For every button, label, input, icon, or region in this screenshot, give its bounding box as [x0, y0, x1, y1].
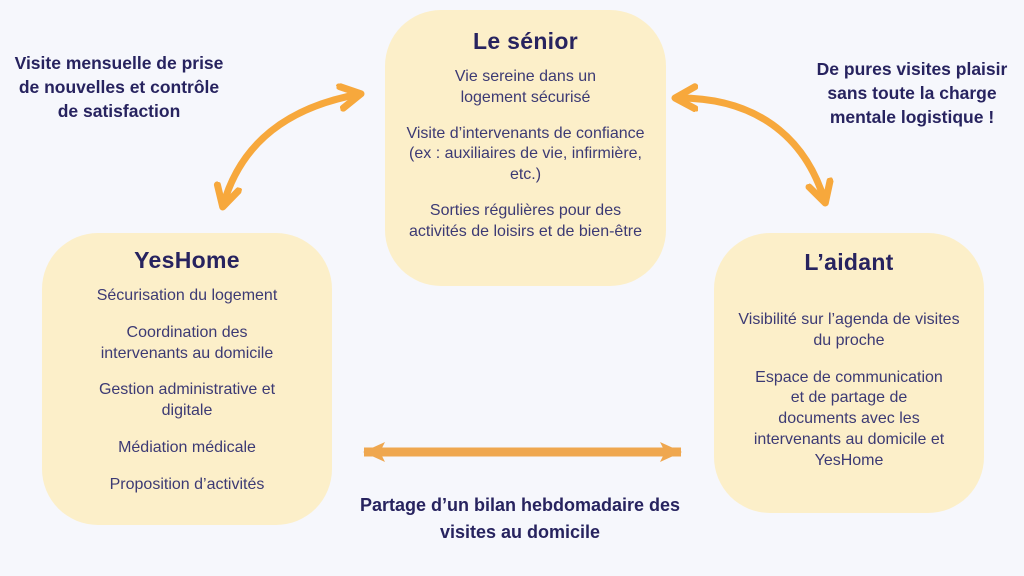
box-aidant-item: Espace de communication et de partage de…	[753, 368, 945, 469]
box-yeshome-item: Sécurisation du logement	[96, 287, 278, 304]
label-line: mentale logistique !	[829, 106, 995, 127]
box-yeshome-title: YesHome	[134, 247, 240, 273]
box-aidant-item: Visibilité sur l’agenda de visites du pr…	[738, 311, 960, 349]
label-line: de nouvelles et contrôle	[18, 76, 220, 97]
label-line: de satisfaction	[57, 100, 181, 121]
label-line: Visite mensuelle de prise	[14, 53, 224, 73]
box-senior-items: Vie sereine dans un logement sécurisé Vi…	[405, 67, 646, 243]
box-yeshome-item: Gestion administrative et digitale	[98, 381, 276, 420]
box-senior-title: Le sénior	[473, 28, 578, 54]
label-line: De pures visites plaisir	[816, 59, 1008, 79]
box-yeshome: YesHome Sécurisation du logement Coordin…	[42, 233, 332, 525]
label-weekly-report: Partage d’un bilan hebdomadaire des visi…	[330, 492, 710, 546]
box-yeshome-item: Proposition d’activités	[109, 475, 265, 493]
box-yeshome-items: Sécurisation du logement Coordination de…	[68, 286, 306, 496]
label-pleasure-visits: De pures visites plaisir sans toute la c…	[800, 58, 1024, 129]
box-aidant-items: Visibilité sur l’agenda de visites du pr…	[736, 310, 962, 472]
box-yeshome-item: Coordination des intervenants au domicil…	[100, 323, 274, 362]
label-line: Partage d’un bilan hebdomadaire des	[359, 495, 681, 515]
box-senior-item: Sorties régulières pour des activités de…	[409, 201, 642, 240]
box-aidant: L’aidant Visibilité sur l’agenda de visi…	[714, 233, 984, 513]
box-senior-item: Visite d’intervenants de confiance (ex :…	[406, 124, 645, 184]
box-yeshome-item: Médiation médicale	[118, 438, 256, 456]
box-senior-item: Vie sereine dans un logement sécurisé	[454, 68, 597, 106]
label-monthly-visit: Visite mensuelle de prise de nouvelles e…	[0, 52, 238, 123]
label-line: visites au domicile	[439, 522, 601, 542]
arrow-yeshome-senior	[223, 94, 360, 206]
box-aidant-title: L’aidant	[804, 249, 894, 275]
label-line: sans toute la charge	[827, 82, 997, 103]
box-senior: Le sénior Vie sereine dans un logement s…	[385, 10, 666, 286]
arrow-senior-aidant	[676, 98, 825, 202]
